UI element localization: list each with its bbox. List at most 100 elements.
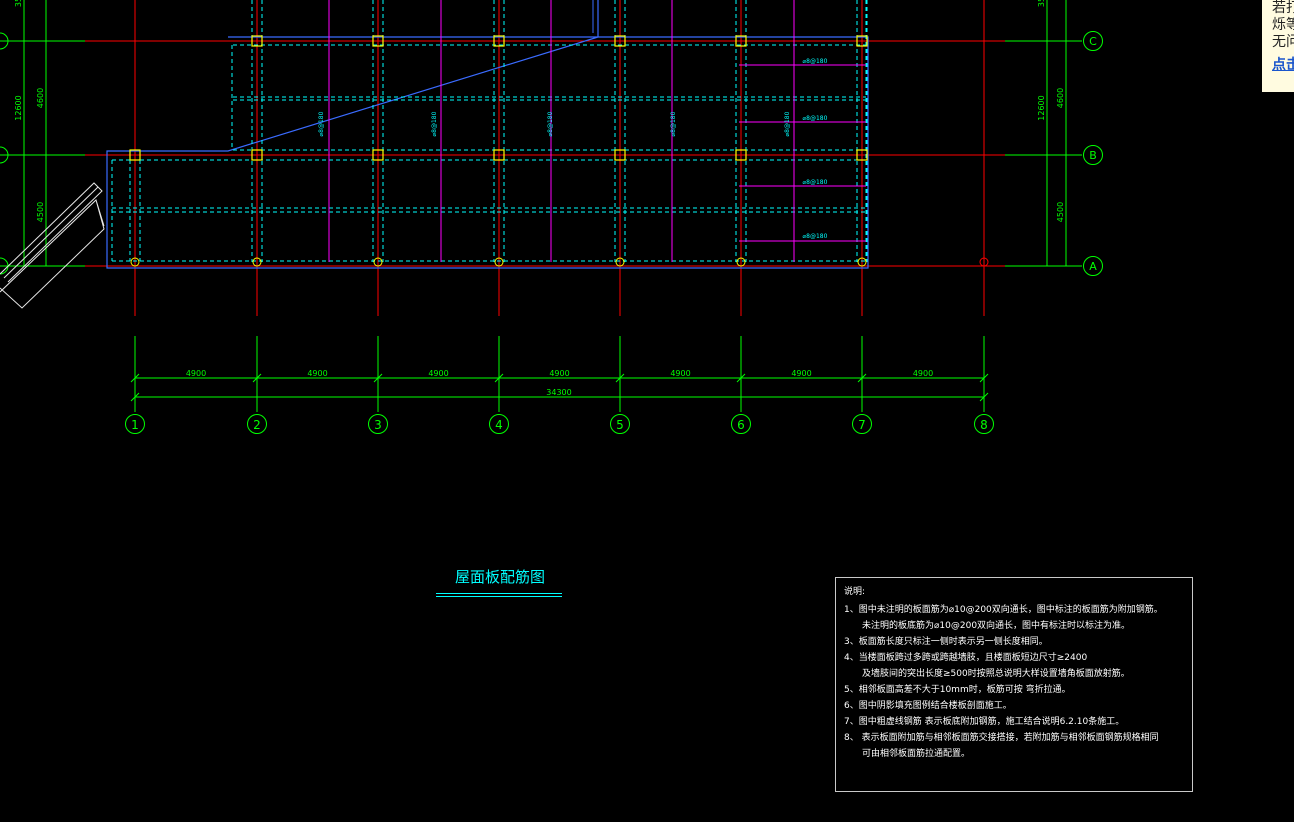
- grid-bubble-label: C: [1089, 35, 1097, 48]
- column: [735, 35, 747, 47]
- title-underline: [436, 593, 562, 594]
- rebar-label: ⌀8@180: [784, 111, 791, 136]
- popup-line: 烁等: [1272, 17, 1294, 33]
- column-footing: [130, 257, 140, 267]
- column: [856, 149, 868, 161]
- column: [493, 35, 505, 47]
- column-footing: [857, 257, 867, 267]
- dimension-text: 12600: [1037, 95, 1046, 120]
- grid-bubble-label: 8: [980, 418, 988, 432]
- rebar-label: ⌀8@180: [318, 111, 325, 136]
- note-line: 8、 表示板面附加筋与相邻板面筋交接搭接，若附加筋与相邻板面钢筋规格相同: [844, 733, 1159, 743]
- column: [251, 35, 263, 47]
- rebar-lines: ⌀8@180 ⌀8@180 ⌀8@180 ⌀8@180 ⌀8@180 ⌀8@180 ⌀8@1…: [318, 0, 866, 262]
- dimension-text: 35: [1037, 0, 1046, 7]
- popup-link[interactable]: 点击: [1272, 57, 1294, 73]
- note-line: 及墙肢间的突出长度≥500时按照总说明大样设置墙角板面放射筋。: [862, 669, 1130, 679]
- grid-bubble: [368, 414, 388, 434]
- dimension-tick: [979, 373, 989, 383]
- grid-bubble-label: 7: [858, 418, 866, 432]
- grid-bubble: [247, 414, 267, 434]
- dimension-tick: [494, 373, 504, 383]
- dimension-text: 4900: [549, 369, 569, 378]
- dimension-text: 4500: [1056, 202, 1065, 222]
- dimension-text: 4600: [36, 88, 45, 108]
- column: [735, 149, 747, 161]
- grid-bubble-label: 4: [495, 418, 503, 432]
- dimension-tick: [130, 373, 140, 383]
- column-footing: [979, 257, 989, 267]
- note-line: 未注明的板底筋为⌀10@200双向通长，图中有标注时以标注为准。: [862, 621, 1131, 631]
- title-underline: [436, 596, 562, 597]
- column: [493, 149, 505, 161]
- dimension-tick: [615, 373, 625, 383]
- grid-bubble-label: 1: [131, 418, 139, 432]
- dimension-text: 35: [14, 0, 23, 7]
- grid-bubble: [125, 414, 145, 434]
- dimension-text: 4900: [913, 369, 933, 378]
- stair-outline: [0, 182, 105, 309]
- columns: [129, 35, 989, 267]
- column-footing: [373, 257, 383, 267]
- dimension-text: 34300: [546, 388, 571, 397]
- note-line: 7、图中粗虚线钢筋 表示板底附加钢筋，施工结合说明6.2.10条施工。: [844, 717, 1125, 727]
- slab-outline: [106, 0, 869, 269]
- rebar-label: ⌀8@180: [803, 179, 828, 186]
- rebar-label: ⌀8@180: [803, 233, 828, 240]
- column: [856, 35, 868, 47]
- dimension-tick: [979, 392, 989, 402]
- dimension-tick: [373, 373, 383, 383]
- note-line: 3、板面筋长度只标注一侧时表示另一侧长度相同。: [844, 637, 1048, 647]
- rebar-label: ⌀8@180: [803, 115, 828, 122]
- column: [372, 149, 384, 161]
- grid-bubble-label: 3: [374, 418, 382, 432]
- column-footing: [252, 257, 262, 267]
- note-line: 1、图中未注明的板面筋为⌀10@200双向通长，图中标注的板面筋为附加钢筋。: [844, 605, 1163, 615]
- axis-lines: [0, 0, 1082, 316]
- note-line: 6、图中阴影填充图例结合楼板剖面施工。: [844, 701, 1012, 711]
- grid-bubble: [1083, 145, 1103, 165]
- column: [372, 35, 384, 47]
- grid-bubble: [489, 414, 509, 434]
- column: [614, 149, 626, 161]
- dimension-tick: [736, 373, 746, 383]
- rebar-label: ⌀8@180: [803, 58, 828, 65]
- column: [251, 149, 263, 161]
- dimension-tick: [130, 392, 140, 402]
- dimension-text: 4900: [186, 369, 206, 378]
- dimension-lines: 4900 4900 4900 4900 4900 4900 4900 34300 4600 450…: [14, 0, 1067, 412]
- grid-bubble: [610, 414, 630, 434]
- notes-heading: 说明:: [844, 587, 866, 597]
- dimension-tick: [252, 373, 262, 383]
- stair-outline: [0, 182, 105, 309]
- grid-bubble-label: B: [1089, 149, 1097, 162]
- rebar-label: ⌀8@180: [431, 111, 438, 136]
- grid-bubble: [0, 32, 9, 50]
- grid-bubble: [1083, 256, 1103, 276]
- column-footing: [494, 257, 504, 267]
- grid-bubble: [1083, 31, 1103, 51]
- dimension-text: 4900: [307, 369, 327, 378]
- note-line: 可由相邻板面筋拉通配置。: [862, 749, 971, 759]
- dimension-text: 4600: [1056, 88, 1065, 108]
- rebar-label: ⌀8@180: [547, 111, 554, 136]
- grid-bubble-label: 6: [737, 418, 745, 432]
- note-line: 5、相邻板面高差不大于10mm时，板筋可按 弯折拉通。: [844, 685, 1071, 695]
- popup-line: 无问: [1272, 34, 1294, 50]
- column: [614, 35, 626, 47]
- dimension-text: 4900: [791, 369, 811, 378]
- grid-bubble-label: A: [1089, 260, 1097, 273]
- grid-bubble: [731, 414, 751, 434]
- dimension-text: 4900: [670, 369, 690, 378]
- grid-bubble: [0, 146, 9, 164]
- dimension-tick: [857, 373, 867, 383]
- grid-bubble: [852, 414, 872, 434]
- note-line: 4、当楼面板跨过多跨或跨越墙肢，且楼面板短边尺寸≥2400: [844, 653, 1088, 663]
- rebar-label: ⌀8@180: [670, 111, 677, 136]
- dimension-text: 4900: [428, 369, 448, 378]
- column: [129, 149, 141, 161]
- popup-line: 若打: [1272, 0, 1294, 16]
- slab-edge: [106, 0, 869, 269]
